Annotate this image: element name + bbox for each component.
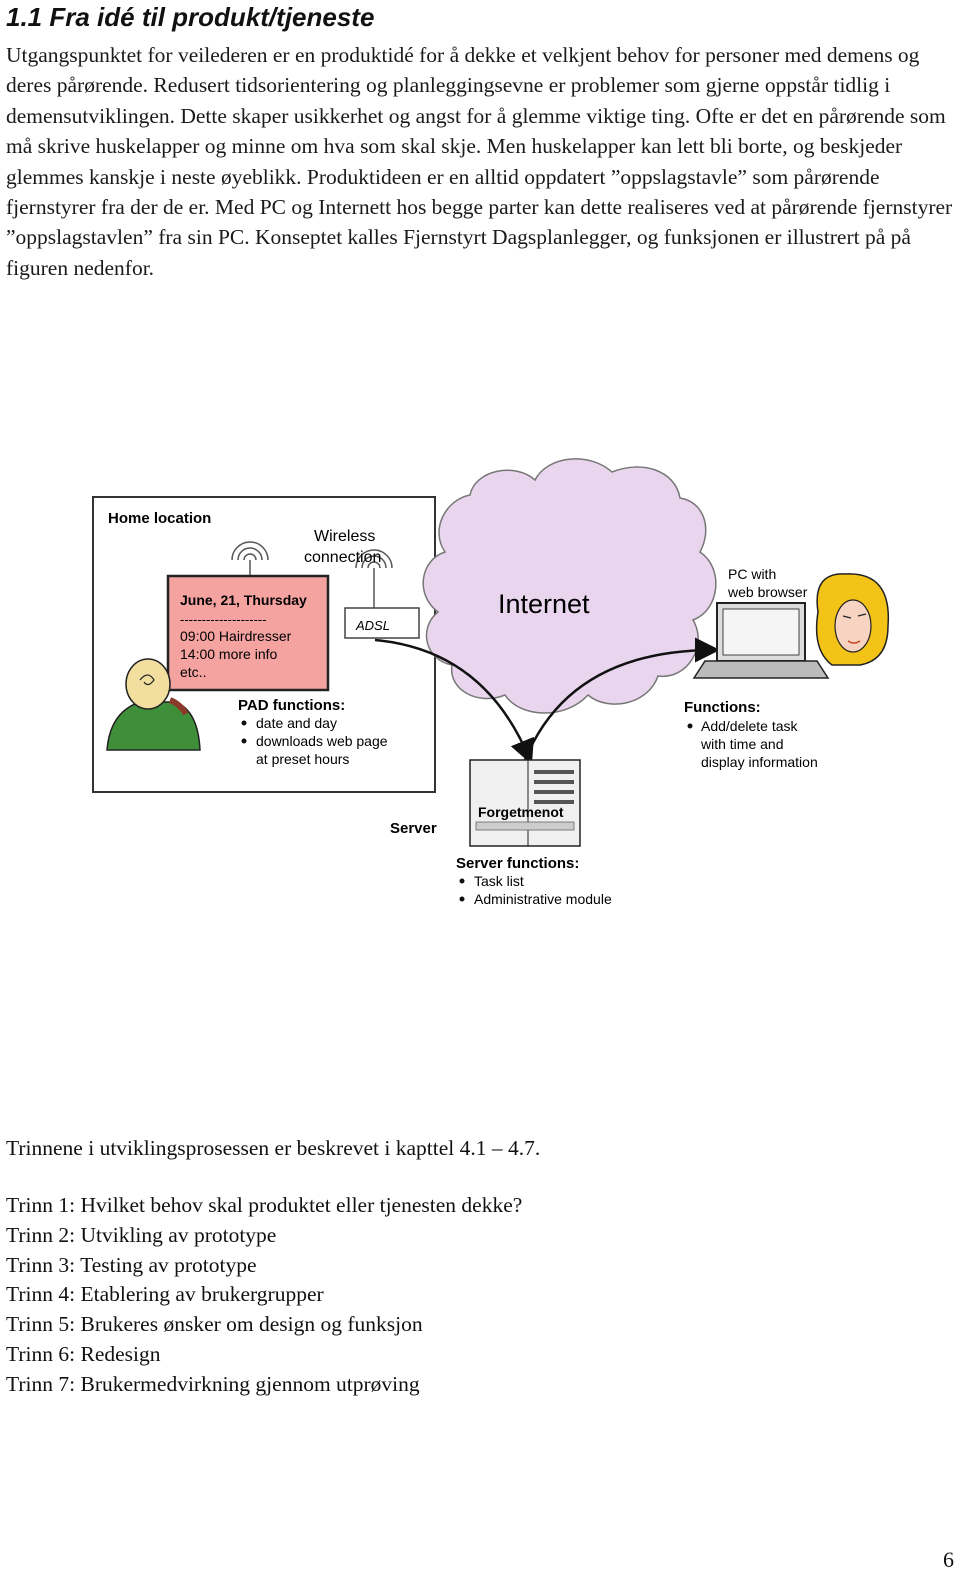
step-2: Trinn 2: Utvikling av prototype	[6, 1222, 277, 1247]
server-function-1: Task list	[474, 873, 524, 889]
server-function-2: Administrative module	[474, 891, 612, 907]
server-functions-title: Server functions:	[456, 855, 579, 872]
pad-function-3: at preset hours	[256, 751, 349, 767]
server-label: Server	[390, 820, 437, 837]
pad-screen-line-1: June, 21, Thursday	[180, 592, 307, 608]
internet-cloud	[422, 458, 717, 714]
home-location-label: Home location	[108, 510, 211, 527]
pad-function-2: downloads web page	[256, 733, 388, 749]
server-cabinet	[469, 759, 581, 847]
step-4: Trinn 4: Etablering av brukergrupper	[6, 1282, 324, 1307]
function-line-3: display information	[701, 754, 818, 770]
step-3: Trinn 3: Testing av prototype	[6, 1252, 257, 1277]
internet-label: Internet	[498, 589, 590, 619]
arrow-home-to-server	[374, 638, 534, 765]
function-line-1: Add/delete task	[701, 718, 799, 734]
arrow-server-to-pc	[523, 637, 720, 761]
adsl-label: ADSL	[355, 618, 390, 633]
section-heading: 1.1 Fra idé til produkt/tjeneste	[6, 2, 375, 32]
pad-function-1: date and day	[256, 715, 337, 731]
pc-label-line1: PC with	[728, 566, 776, 582]
steps-list: Trinn 1: Hvilket behov skal produktet el…	[6, 1191, 522, 1400]
step-5: Trinn 5: Brukeres ønsker om design og fu…	[6, 1312, 423, 1337]
elderly-person-illustration	[106, 658, 201, 751]
server-name: Forgetmenot	[478, 804, 564, 820]
woman-illustration	[815, 573, 890, 666]
step-1: Trinn 1: Hvilket behov skal produktet el…	[6, 1193, 523, 1217]
system-diagram: Home location Wireless connection ADSL J…	[92, 458, 890, 907]
function-line-2: with time and	[700, 736, 783, 752]
pad-screen-line-5: etc..	[180, 664, 206, 680]
step-7: Trinn 7: Brukermedvirkning gjennom utprø…	[6, 1371, 420, 1396]
pad-screen-line-2: --------------------	[180, 612, 267, 627]
wireless-label-line2: connection	[304, 549, 381, 566]
adsl-modem	[344, 607, 420, 639]
step-6: Trinn 6: Redesign	[6, 1341, 161, 1366]
pc-label-line2: web browser	[727, 584, 808, 600]
pad-screen	[166, 574, 330, 692]
pad-screen-line-4: 14:00 more info	[180, 646, 277, 662]
functions-title: Functions:	[684, 699, 761, 716]
intro-paragraph: Utgangspunktet for veilederen er en prod…	[6, 43, 953, 280]
pad-functions-title: PAD functions:	[238, 697, 345, 714]
laptop-icon	[692, 602, 830, 679]
page-number: 6	[943, 1547, 954, 1572]
pad-screen-line-3: 09:00 Hairdresser	[180, 628, 292, 644]
steps-intro: Trinnene i utviklingsprosessen er beskre…	[6, 1136, 541, 1160]
wireless-label-line1: Wireless	[314, 528, 375, 545]
